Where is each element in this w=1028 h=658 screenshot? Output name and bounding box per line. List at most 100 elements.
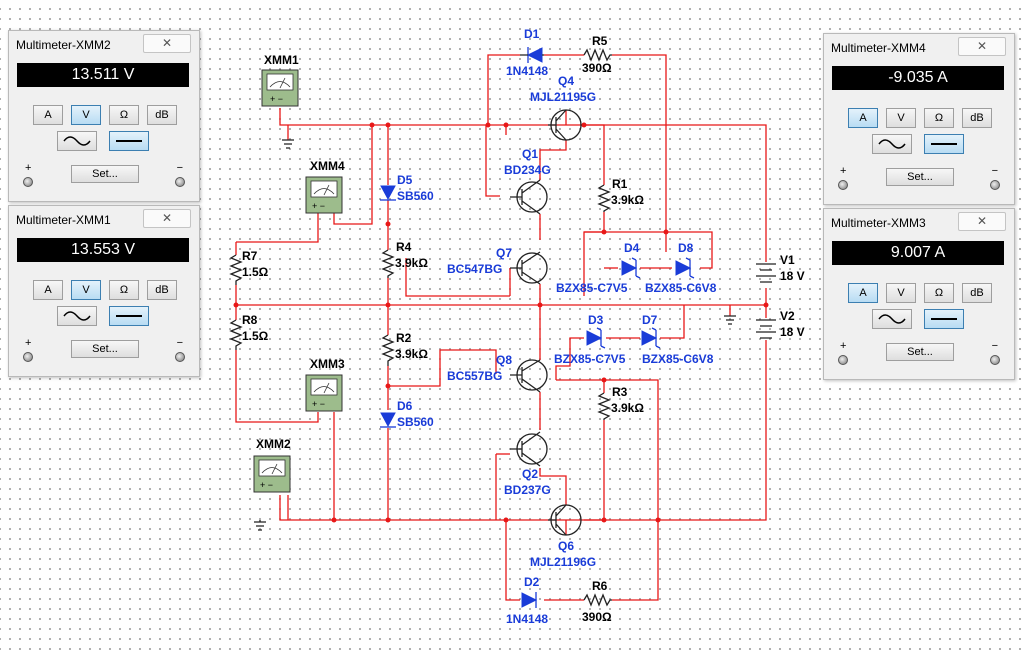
dc-line-icon xyxy=(116,315,142,317)
negative-terminal[interactable] xyxy=(175,177,185,187)
transistor-q8[interactable]: Q8 BC557BG xyxy=(447,353,548,393)
zener-d8[interactable]: D8 BZX85-C6V8 xyxy=(645,241,717,295)
svg-text:D4: D4 xyxy=(624,241,640,255)
multimeter-xmm3-window[interactable]: Multimeter-XMM3 ✕ 9.007 A A V Ω dB + − S… xyxy=(823,208,1015,380)
svg-text:D8: D8 xyxy=(678,241,694,255)
battery-v1[interactable]: V1 18 V xyxy=(756,253,805,283)
resistor-r5[interactable]: R5 390Ω xyxy=(582,34,612,75)
diode-d6[interactable]: D6 SB560 xyxy=(380,399,434,429)
sine-wave-icon xyxy=(63,136,91,146)
ohmmeter-mode-button[interactable]: Ω xyxy=(924,108,954,128)
transistor-q6[interactable]: Q6 MJL21196G xyxy=(530,504,596,569)
plus-label: + xyxy=(25,162,32,174)
ac-mode-button[interactable] xyxy=(872,309,912,329)
multimeter-xmm2-window[interactable]: Multimeter-XMM2 ✕ 13.511 V A V Ω dB + − … xyxy=(8,30,200,202)
resistor-r1[interactable]: R1 3.9kΩ xyxy=(597,177,644,212)
instrument-label: XMM2 xyxy=(256,437,291,451)
ammeter-mode-button[interactable]: A xyxy=(33,280,63,300)
svg-text:D5: D5 xyxy=(397,173,413,187)
dc-line-icon xyxy=(116,140,142,142)
dc-mode-button[interactable] xyxy=(109,306,149,326)
instrument-xmm2[interactable]: + − XMM2 xyxy=(253,437,291,493)
close-button[interactable]: ✕ xyxy=(958,37,1006,56)
multimeter-xmm1-window[interactable]: Multimeter-XMM1 ✕ 13.553 V A V Ω dB + − … xyxy=(8,205,200,377)
diode-d5[interactable]: D5 SB560 xyxy=(380,173,434,203)
instrument-xmm1[interactable]: + − XMM1 xyxy=(261,53,299,107)
voltmeter-mode-button[interactable]: V xyxy=(886,108,916,128)
battery-v2[interactable]: V2 18 V xyxy=(756,309,805,339)
settings-button[interactable]: Set... xyxy=(886,343,954,361)
resistor-r4[interactable]: R4 3.9kΩ xyxy=(381,240,428,278)
transistor-q2[interactable]: Q2 BD237G xyxy=(504,431,551,497)
resistor-r6[interactable]: R6 390Ω xyxy=(582,579,612,624)
ammeter-mode-button[interactable]: A xyxy=(33,105,63,125)
plus-label: + xyxy=(840,165,847,177)
voltmeter-mode-button[interactable]: V xyxy=(71,105,101,125)
sine-wave-icon xyxy=(63,311,91,321)
close-button[interactable]: ✕ xyxy=(143,34,191,53)
settings-button[interactable]: Set... xyxy=(71,165,139,183)
dc-mode-button[interactable] xyxy=(924,134,964,154)
svg-text:R4: R4 xyxy=(396,240,412,254)
instrument-xmm4[interactable]: + − XMM4 xyxy=(305,159,345,214)
decibel-mode-button[interactable]: dB xyxy=(962,283,992,303)
transistor-q1[interactable]: Q1 BD234G xyxy=(504,147,551,215)
svg-text:D2: D2 xyxy=(524,575,540,589)
ammeter-mode-button[interactable]: A xyxy=(848,283,878,303)
ammeter-mode-button[interactable]: A xyxy=(848,108,878,128)
resistor-r2[interactable]: R2 3.9kΩ xyxy=(381,331,428,366)
negative-terminal[interactable] xyxy=(175,352,185,362)
positive-terminal[interactable] xyxy=(838,355,848,365)
transistor-q7[interactable]: Q7 BC547BG xyxy=(447,246,548,285)
resistor-r3[interactable]: R3 3.9kΩ xyxy=(597,385,644,420)
svg-text:BC547BG: BC547BG xyxy=(447,262,502,276)
transistor-q4[interactable]: Q4 MJL21195G xyxy=(530,74,596,141)
ohmmeter-mode-button[interactable]: Ω xyxy=(109,280,139,300)
resistor-r7[interactable]: R7 1.5Ω xyxy=(229,249,269,285)
ohmmeter-mode-button[interactable]: Ω xyxy=(924,283,954,303)
svg-text:R5: R5 xyxy=(592,34,608,48)
ac-mode-button[interactable] xyxy=(57,131,97,151)
zener-d3[interactable]: D3 BZX85-C7V5 xyxy=(554,313,626,366)
zener-d4[interactable]: D4 BZX85-C7V5 xyxy=(556,241,641,295)
svg-text:1N4148: 1N4148 xyxy=(506,612,548,626)
ohmmeter-mode-button[interactable]: Ω xyxy=(109,105,139,125)
decibel-mode-button[interactable]: dB xyxy=(147,280,177,300)
close-button[interactable]: ✕ xyxy=(958,212,1006,231)
svg-text:D3: D3 xyxy=(588,313,604,327)
positive-terminal[interactable] xyxy=(23,177,33,187)
settings-button[interactable]: Set... xyxy=(886,168,954,186)
ac-mode-button[interactable] xyxy=(872,134,912,154)
svg-text:D6: D6 xyxy=(397,399,413,413)
svg-text:R2: R2 xyxy=(396,331,412,345)
ac-mode-button[interactable] xyxy=(57,306,97,326)
svg-text:BD234G: BD234G xyxy=(504,163,551,177)
diode-d2[interactable]: D2 1N4148 xyxy=(506,575,548,626)
zener-d7[interactable]: D7 BZX85-C6V8 xyxy=(641,313,714,366)
dc-mode-button[interactable] xyxy=(109,131,149,151)
svg-text:Q8: Q8 xyxy=(496,353,512,367)
svg-text:BZX85-C6V8: BZX85-C6V8 xyxy=(645,281,717,295)
close-button[interactable]: ✕ xyxy=(143,209,191,228)
window-title: Multimeter-XMM1 xyxy=(16,213,111,227)
positive-terminal[interactable] xyxy=(838,180,848,190)
plus-label: + xyxy=(25,337,32,349)
window-title: Multimeter-XMM2 xyxy=(16,38,111,52)
resistor-r8[interactable]: R8 1.5Ω xyxy=(229,313,269,350)
voltmeter-mode-button[interactable]: V xyxy=(886,283,916,303)
minus-label: − xyxy=(991,165,998,177)
svg-text:1.5Ω: 1.5Ω xyxy=(242,265,269,279)
negative-terminal[interactable] xyxy=(990,355,1000,365)
voltmeter-mode-button[interactable]: V xyxy=(71,280,101,300)
multimeter-xmm4-window[interactable]: Multimeter-XMM4 ✕ -9.035 A A V Ω dB + − … xyxy=(823,33,1015,205)
negative-terminal[interactable] xyxy=(990,180,1000,190)
diode-d1[interactable]: D1 1N4148 xyxy=(506,27,548,78)
dc-mode-button[interactable] xyxy=(924,309,964,329)
instrument-xmm3[interactable]: + − XMM3 xyxy=(305,357,345,412)
svg-text:MJL21195G: MJL21195G xyxy=(530,90,596,104)
positive-terminal[interactable] xyxy=(23,352,33,362)
decibel-mode-button[interactable]: dB xyxy=(962,108,992,128)
settings-button[interactable]: Set... xyxy=(71,340,139,358)
decibel-mode-button[interactable]: dB xyxy=(147,105,177,125)
